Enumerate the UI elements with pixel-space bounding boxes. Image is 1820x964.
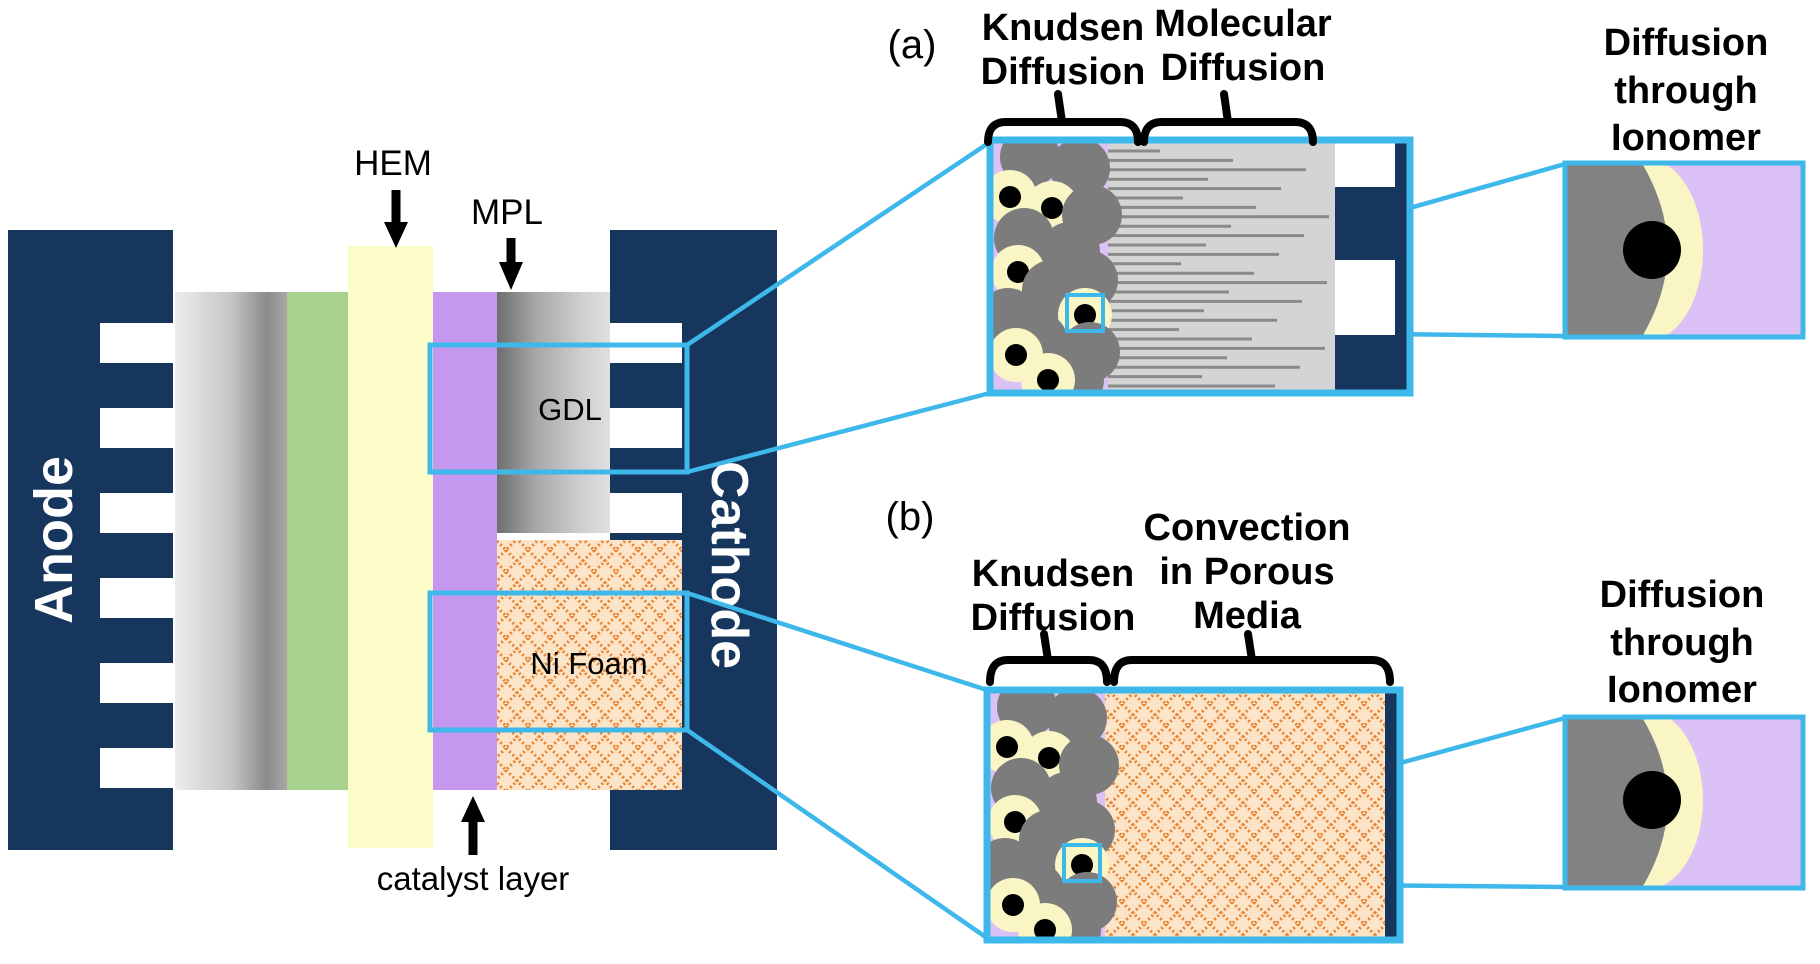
knudsen-brace-b [986,630,1111,686]
ionomer-b-catalyst-dot [1623,771,1681,829]
cathode-channel-gap [610,408,682,448]
ionomer-b-carbon [1565,719,1668,886]
mpl-gdl-layer [497,292,610,533]
anode-flow-channels [100,323,173,788]
carbon-particle [1047,690,1107,748]
panel-b-foam-region [1105,690,1385,940]
panel-a-border [986,136,1414,397]
gdl-fibers [1108,149,1329,388]
anode-channel-gap [100,408,173,448]
panel-a-highlight-box [1065,293,1105,333]
panel-b-tag: (b) [885,495,935,539]
catalyst-dot [999,186,1021,208]
anode-label: Anode [24,456,84,624]
panel-a-tag: (a) [887,23,937,67]
panel-b-nifoam-zoom [983,630,1404,944]
anode-channel-gap [100,663,173,703]
ionomer-inset-a [1562,160,1806,340]
molecular-diffusion-label-a: Molecular Diffusion [1154,3,1332,90]
anode-channel-gap [100,493,173,533]
knudsen-diffusion-label-a: Knudsen Diffusion [980,7,1146,94]
catalyst-dot [1005,344,1027,366]
anode-channel-gap [100,748,173,788]
cathode-flow-channels [610,323,682,533]
anode-channel-gap [100,578,173,618]
anode-gdl-layer [175,292,287,790]
connector-b-bottom [685,728,989,940]
catalyst-dot [1071,854,1093,876]
knudsen-diffusion-label-b: Knudsen Diffusion [970,553,1136,640]
mpl-arrow-icon [499,238,523,290]
cathode-label: Cathode [700,461,758,669]
catalyst-dot [1007,261,1029,283]
catalyst-dot [1041,197,1063,219]
cathode-plate [682,230,777,850]
panel-a-gdl-fiber-region [1108,140,1335,393]
connector-a-bottom [686,390,991,475]
ni-foam-layer [497,540,682,790]
cell-cross-section: Anode Cathode [8,190,777,855]
ionomer-b-border [1562,714,1806,891]
hem-label: HEM [354,144,432,183]
catalyst-layer-arrow-icon [461,796,485,855]
catalyst-layer-label: catalyst layer [376,860,570,897]
hem-arrow-icon [384,190,408,248]
diffusion-through-ionomer-label-b: Diffusion through Ionomer [1599,574,1765,711]
panel-b-border [983,686,1404,944]
cathode-channel-gap [610,493,682,533]
diffusion-through-ionomer-label-a: Diffusion through Ionomer [1603,22,1769,159]
panel-b-highlight-box [1062,843,1102,883]
cathode-catalyst-layer [433,292,497,790]
ionomer-a-carbon [1565,165,1668,335]
knudsen-brace-a [984,90,1142,146]
catalyst-dot [1034,919,1056,940]
mpl-label: MPL [471,193,543,232]
connector-a-top [685,140,992,347]
nifoam-zoom-source-box [427,590,690,733]
anode-catalyst-layer [287,292,348,790]
catalyst-dot [1074,304,1096,326]
catalyst-dot [1004,811,1026,833]
convection-porous-media-label-b: Convection in Porous Media [1143,507,1351,638]
hem-membrane-layer [348,246,433,848]
ionomer-inset-b [1562,714,1806,891]
panel-b-plate-strip [1385,690,1398,940]
convection-brace-b [1110,630,1394,686]
gdl-zoom-source-box [427,342,690,475]
ionomer-a-catalyst-dot [1623,221,1681,279]
catalyst-dot [1038,747,1060,769]
catalyst-dot [996,736,1018,758]
panel-a-plate-strip [1395,140,1408,393]
catalyst-dot [1002,894,1024,916]
anode-plate [8,230,100,850]
connector-b-top [686,590,988,693]
carbon-particle [1050,140,1110,198]
anode-channel-gap [100,323,173,363]
ionomer-a-border [1562,160,1806,340]
gdl-label: GDL [538,392,602,427]
panel-a-gdl-zoom [984,90,1414,397]
ni-foam-label: Ni Foam [530,646,648,681]
catalyst-dot [1037,369,1059,391]
panel-a-particles [990,140,1122,393]
molecular-brace-a [1140,90,1317,146]
